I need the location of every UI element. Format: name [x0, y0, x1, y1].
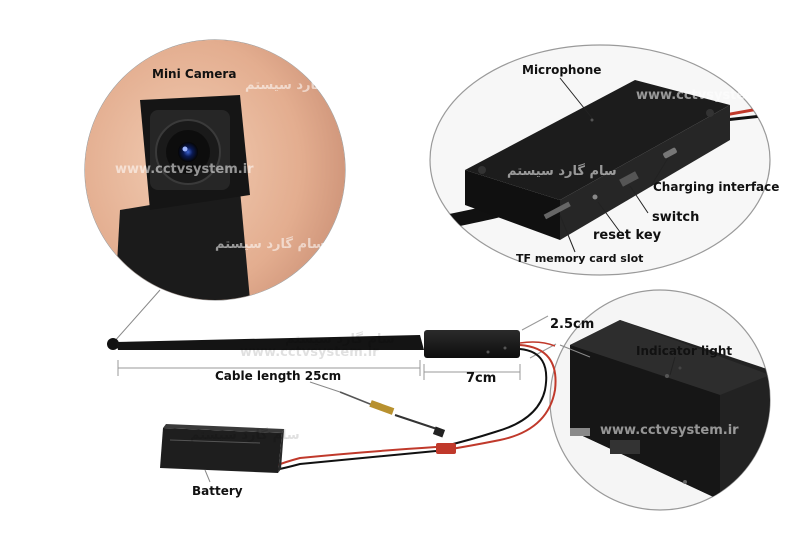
label-battery: Battery — [192, 484, 243, 498]
label-indicator-light: Indicator light — [636, 344, 733, 358]
label-tf-slot: TF memory card slot — [516, 252, 644, 265]
watermark-arabic: سام گارد سیستم — [245, 78, 355, 93]
watermark-arabic: سام گارد سیستم — [190, 428, 300, 443]
label-cable-length: Cable length 25cm — [215, 369, 342, 383]
full-assembly — [107, 315, 591, 483]
watermark-url: www.cctvsystem.ir — [600, 423, 739, 438]
watermark-url: www.cctvsystem.ir — [240, 345, 379, 360]
label-switch: switch — [652, 210, 700, 225]
watermark-arabic: سام گارد سیستم — [507, 164, 617, 179]
watermark-arabic: سام گارد سیستم — [215, 237, 325, 252]
label-reset-key: reset key — [593, 228, 662, 243]
watermark-arabic: سام گارد سیستم — [285, 332, 395, 347]
watermark-url: www.cctvsystem.ir — [636, 88, 775, 103]
label-mini-camera: Mini Camera — [152, 67, 237, 81]
label-module-length: 7cm — [466, 371, 497, 386]
watermark-url: www.cctvsystem.ir — [115, 162, 254, 177]
label-microphone: Microphone — [522, 63, 602, 77]
module-top-closeup — [429, 44, 771, 276]
mini-camera-closeup — [84, 39, 346, 301]
label-charging-interface: Charging interface — [653, 180, 780, 194]
label-module-width: 2.5cm — [550, 317, 595, 332]
indicator-closeup — [549, 289, 771, 511]
camera-pointer-line — [112, 289, 161, 344]
